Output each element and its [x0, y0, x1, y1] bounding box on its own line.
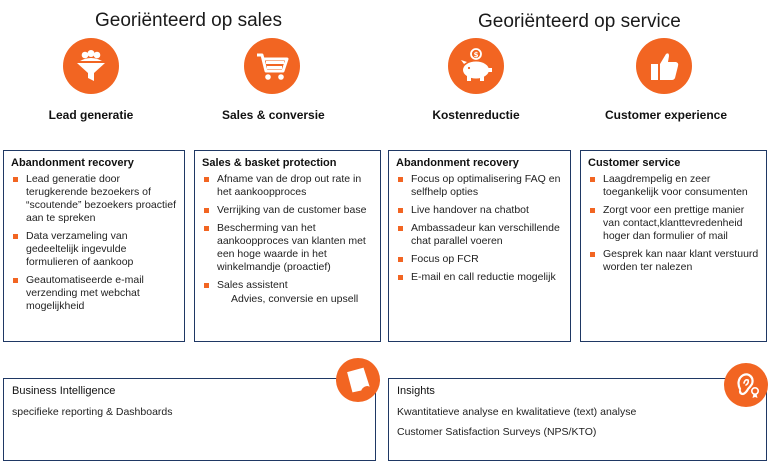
insights-line: Customer Satisfaction Surveys (NPS/KTO) [397, 426, 597, 438]
shopping-cart-icon [244, 38, 300, 94]
box-title: Customer service [588, 157, 681, 169]
box-customer-service: Customer service Laagdrempelig en zeer t… [580, 150, 767, 342]
heading-sales: Georiënteerd op sales [95, 10, 282, 31]
list-item: Sales assistent [202, 279, 374, 292]
list-item: E-mail en call reductie mogelijk [396, 271, 564, 284]
list-item: Afname van de drop out rate in het aanko… [202, 173, 374, 199]
list-item: Focus op optimalisering FAQ en selfhelp … [396, 173, 564, 199]
box-title: Abandonment recovery [11, 157, 134, 169]
insights-line: Kwantitatieve analyse en kwalitatieve (t… [397, 406, 637, 418]
bi-line: specifieke reporting & Dashboards [12, 406, 173, 418]
heading-service: Georiënteerd op service [478, 11, 681, 32]
category-label-sales-conversie: Sales & conversie [222, 108, 325, 122]
bullet-list: Laagdrempelig en zeer toegankelijk voor … [581, 173, 766, 274]
document-icon [336, 358, 380, 402]
list-item: Zorgt voor een prettige manier van conta… [588, 204, 760, 243]
insights-title: Insights [397, 385, 435, 397]
funnel-people-icon [63, 38, 119, 94]
list-item: Bescherming van het aankoopproces van kl… [202, 222, 374, 274]
list-item: Live handover na chatbot [396, 204, 564, 217]
sub-item: Advies, conversie en upsell [231, 293, 359, 305]
list-item: Data verzameling van gedeeltelijk ingevu… [11, 230, 178, 269]
box-title: Sales & basket protection [202, 157, 337, 169]
box-abandonment-recovery-service: Abandonment recovery Focus op optimalise… [388, 150, 571, 342]
list-item: Ambassadeur kan verschillende chat paral… [396, 222, 564, 248]
box-title: Abandonment recovery [396, 157, 519, 169]
thumbs-up-icon [636, 38, 692, 94]
bi-title: Business Intelligence [12, 385, 116, 397]
list-item: Verrijking van de customer base [202, 204, 374, 217]
list-item: Lead generatie door terugkerende bezoeke… [11, 173, 178, 225]
box-sales-basket-protection: Sales & basket protection Afname van de … [194, 150, 381, 342]
category-label-kostenreductie: Kostenreductie [432, 108, 520, 122]
bullet-list: Focus op optimalisering FAQ en selfhelp … [389, 173, 570, 284]
ear-award-icon [724, 363, 768, 407]
list-item: Focus op FCR [396, 253, 564, 266]
list-item: Laagdrempelig en zeer toegankelijk voor … [588, 173, 760, 199]
box-insights: Insights Kwantitatieve analyse en kwalit… [388, 378, 767, 461]
category-label-lead-generatie: Lead generatie [48, 108, 134, 122]
svg-text:$: $ [474, 51, 479, 59]
box-abandonment-recovery-sales: Abandonment recovery Lead generatie door… [3, 150, 185, 342]
piggy-bank-icon: $ [448, 38, 504, 94]
list-item: Geautomatiseerde e-mail verzending met w… [11, 274, 178, 313]
bullet-list: Afname van de drop out rate in het aanko… [195, 173, 380, 292]
list-item: Gesprek kan naar klant verstuurd worden … [588, 248, 760, 274]
box-business-intelligence: Business Intelligence specifieke reporti… [3, 378, 376, 461]
bullet-list: Lead generatie door terugkerende bezoeke… [4, 173, 184, 313]
category-label-customer-experience: Customer experience [604, 108, 728, 122]
